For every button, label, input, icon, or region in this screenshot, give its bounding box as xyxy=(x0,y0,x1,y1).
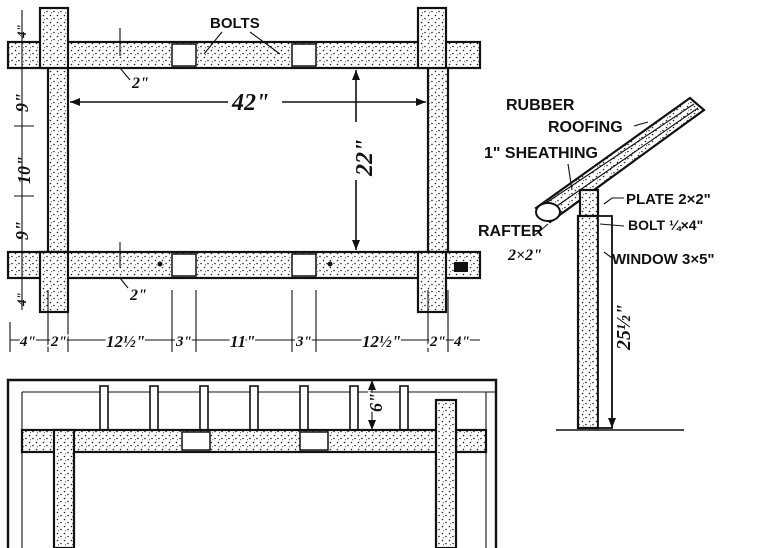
dim-42-label: 42" xyxy=(231,90,269,116)
dim-22-arrow-bottom xyxy=(352,240,360,250)
bolt-mark xyxy=(157,261,163,267)
elevation-outline xyxy=(6,378,498,548)
left-dim-label: 9" xyxy=(12,93,32,112)
plan-bottom-rail xyxy=(6,250,482,280)
dim-22-label: 22" xyxy=(352,139,378,177)
plan-left-inner-rail xyxy=(46,66,70,254)
elevation-cross-beam xyxy=(20,428,488,454)
elevation-slats xyxy=(99,385,409,431)
plan-top-rail xyxy=(6,40,482,70)
rafter-size-label: 2×2" xyxy=(507,247,542,264)
window-label: WINDOW 3×5" xyxy=(612,251,715,268)
roofing-label: ROOFING xyxy=(548,119,623,136)
plate-block xyxy=(578,188,600,218)
bottom-dim-label: 3" xyxy=(295,334,312,350)
bottom-dim-label: 12½" xyxy=(362,332,401,351)
bottom-dim-label: 11" xyxy=(230,332,256,351)
left-dim-label: 10" xyxy=(14,156,34,184)
plan-view: BOLTS 2" 42" 22" 2" 4" 9" 10" 9" xyxy=(6,6,482,353)
slat xyxy=(149,385,159,431)
bolts-leader xyxy=(203,31,223,55)
plan-spacer-block xyxy=(291,253,317,277)
bottom-dim-label: 2" xyxy=(50,334,67,350)
dim-2-top-leader xyxy=(119,67,131,81)
roofing-line xyxy=(553,107,699,209)
dim-42-arrow-right xyxy=(416,98,426,106)
bottom-dim-label: 12½" xyxy=(106,332,145,351)
elevation-leg-left xyxy=(52,428,76,548)
rubber-label: RUBBER xyxy=(506,97,575,114)
plan-post-top-left xyxy=(38,6,70,70)
dim-6-arrow-bottom xyxy=(368,420,376,430)
bottom-dim-label: 2" xyxy=(429,334,446,350)
slat xyxy=(249,385,259,431)
dim-42-arrow-left xyxy=(70,98,80,106)
rafter-leader xyxy=(533,223,549,237)
slat xyxy=(99,385,109,431)
sheathing-label: 1" SHEATHING xyxy=(484,145,598,162)
rafter-end xyxy=(535,202,561,222)
plan-post-bottom-left xyxy=(38,250,70,314)
bottom-dim-label: 3" xyxy=(175,334,192,350)
plan-post-bottom-right xyxy=(416,250,448,314)
bottom-dim-label: 4" xyxy=(453,334,470,350)
window-leader xyxy=(603,251,613,259)
left-dim-label: 4" xyxy=(14,24,29,39)
bolts-leader xyxy=(249,31,281,55)
height-label: 25½" xyxy=(613,304,635,351)
left-dim-label: 4" xyxy=(14,292,29,307)
slat xyxy=(199,385,209,431)
sheathing-leader xyxy=(567,163,573,191)
dim-2-bottom-leader xyxy=(119,277,129,289)
dim-2-top-label: 2" xyxy=(131,75,149,92)
roofing-leader xyxy=(633,121,649,127)
slat xyxy=(299,385,309,431)
plan-post-top-right xyxy=(416,6,448,70)
dim-6-arrow-top xyxy=(368,380,376,390)
section-post xyxy=(576,214,600,430)
bolt-mark xyxy=(327,261,333,267)
plan-spacer-block xyxy=(291,43,317,67)
plan-spacer-block xyxy=(171,43,197,67)
dim-6-label: 6" xyxy=(366,393,386,412)
bolt-label: BOLT ¼×4" xyxy=(628,217,703,233)
height-dim-arrow xyxy=(608,418,616,428)
plan-spacer-block xyxy=(171,253,197,277)
section-view: RUBBER ROOFING 1" SHEATHING PLATE 2×2" B… xyxy=(478,96,715,431)
bottom-dim-label: 4" xyxy=(19,334,36,350)
dim-2-bottom-label: 2" xyxy=(129,287,147,304)
dim-22-arrow-top xyxy=(352,70,360,80)
plan-right-inner-rail xyxy=(426,66,450,254)
front-elevation: 6" xyxy=(6,378,498,548)
slat xyxy=(349,385,359,431)
bolt-leader xyxy=(599,223,625,227)
elevation-leg-right xyxy=(434,398,458,548)
left-dim-label: 9" xyxy=(12,221,32,240)
window-jamb xyxy=(597,215,613,429)
slat xyxy=(399,385,409,431)
plate-label: PLATE 2×2" xyxy=(626,191,711,208)
elevation-spacer-block xyxy=(181,431,211,451)
elevation-spacer-block xyxy=(299,431,329,451)
bolt-mark xyxy=(454,262,468,272)
bolts-label: BOLTS xyxy=(210,15,260,32)
plate-leader xyxy=(603,197,624,205)
rafter-label: RAFTER xyxy=(478,223,543,240)
roofing-line xyxy=(545,103,695,204)
